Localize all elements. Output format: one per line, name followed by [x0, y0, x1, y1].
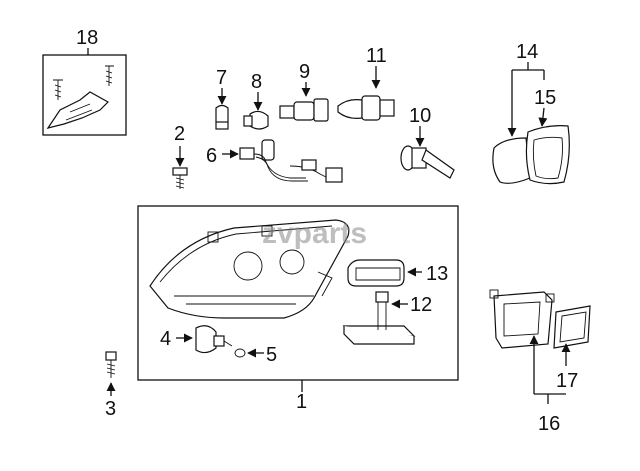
part-14-15-lens-covers — [492, 62, 570, 185]
part-9-bulb — [279, 82, 329, 122]
part-2-screw — [172, 146, 188, 189]
callout-16: 16 — [538, 413, 560, 435]
callout-5: 5 — [266, 344, 277, 366]
part-12-ballast — [342, 291, 416, 345]
callout-12: 12 — [410, 294, 432, 316]
callout-7: 7 — [216, 67, 227, 89]
part-4-socket — [176, 325, 233, 354]
part-1-headlamp-assembly — [137, 205, 459, 392]
callout-13: 13 — [426, 263, 448, 285]
part-13-gasket — [347, 259, 422, 287]
callout-14: 14 — [516, 41, 538, 63]
callout-3: 3 — [105, 398, 116, 420]
part-5-oring — [234, 348, 264, 358]
callout-10: 10 — [409, 105, 431, 127]
watermark-text: zvparts — [262, 217, 367, 250]
callout-9: 9 — [299, 61, 310, 83]
callout-8: 8 — [251, 71, 262, 93]
callout-15: 15 — [534, 87, 556, 109]
callout-17: 17 — [556, 370, 578, 392]
part-10-hid-bulb — [400, 126, 455, 179]
callout-2: 2 — [174, 123, 185, 145]
callout-11: 11 — [366, 45, 387, 67]
callout-6: 6 — [206, 145, 217, 167]
part-6-wiring-harness — [222, 139, 343, 183]
part-16-17-reflector — [489, 289, 591, 404]
part-3-screw — [105, 351, 117, 396]
part-11-bulb — [337, 66, 395, 121]
part-18-bracket-kit — [42, 48, 127, 136]
callout-18: 18 — [76, 27, 98, 49]
part-7-bulb — [215, 88, 229, 130]
callout-1: 1 — [296, 391, 307, 413]
callout-4: 4 — [160, 328, 171, 350]
part-8-bulb — [243, 92, 269, 130]
